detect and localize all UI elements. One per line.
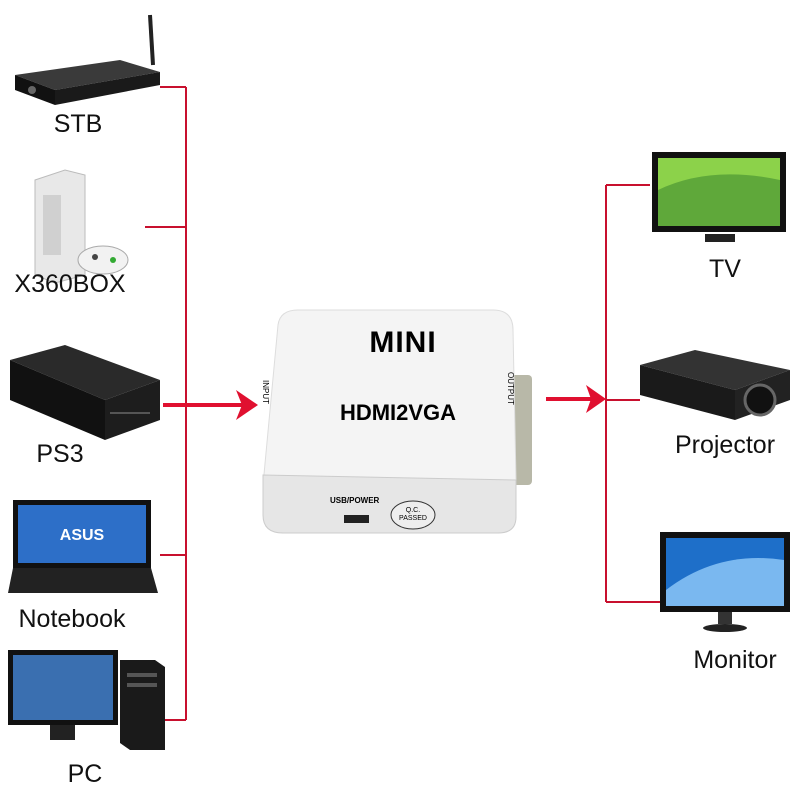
source-label-stb: STB [53,110,103,138]
input-label: INPUT [261,380,270,404]
source-label-notebook: Notebook [18,605,126,633]
output-label-monitor: Monitor [693,646,777,674]
ps3-console-icon [10,345,160,440]
source-label-ps3: PS3 [36,440,84,468]
desktop-pc-icon [8,650,165,750]
svg-text:ASUS: ASUS [60,527,105,544]
source-label-x360box: X360BOX [14,270,126,298]
source-label-pc: PC [67,760,103,788]
output-label-tv: TV [709,255,741,283]
set-top-box-icon [15,14,160,105]
tv-icon [652,152,786,242]
device-model: HDMI2VGA [339,400,457,425]
xbox-console-icon [34,169,129,284]
hdmi-to-vga-converter [262,309,532,534]
laptop-icon: ASUS [8,500,158,593]
output-label-projector: Projector [674,431,776,459]
input-arrow [163,390,258,420]
device-brand: MINI [369,326,437,359]
output-arrow [546,385,606,413]
usb-port [344,515,369,523]
usb-power-label: USB/POWER [330,496,380,505]
monitor-icon [660,532,790,632]
output-label: OUTPUT [506,372,515,405]
projector-icon [640,350,790,420]
qc-passed-seal: Q.C. PASSED [399,507,427,522]
